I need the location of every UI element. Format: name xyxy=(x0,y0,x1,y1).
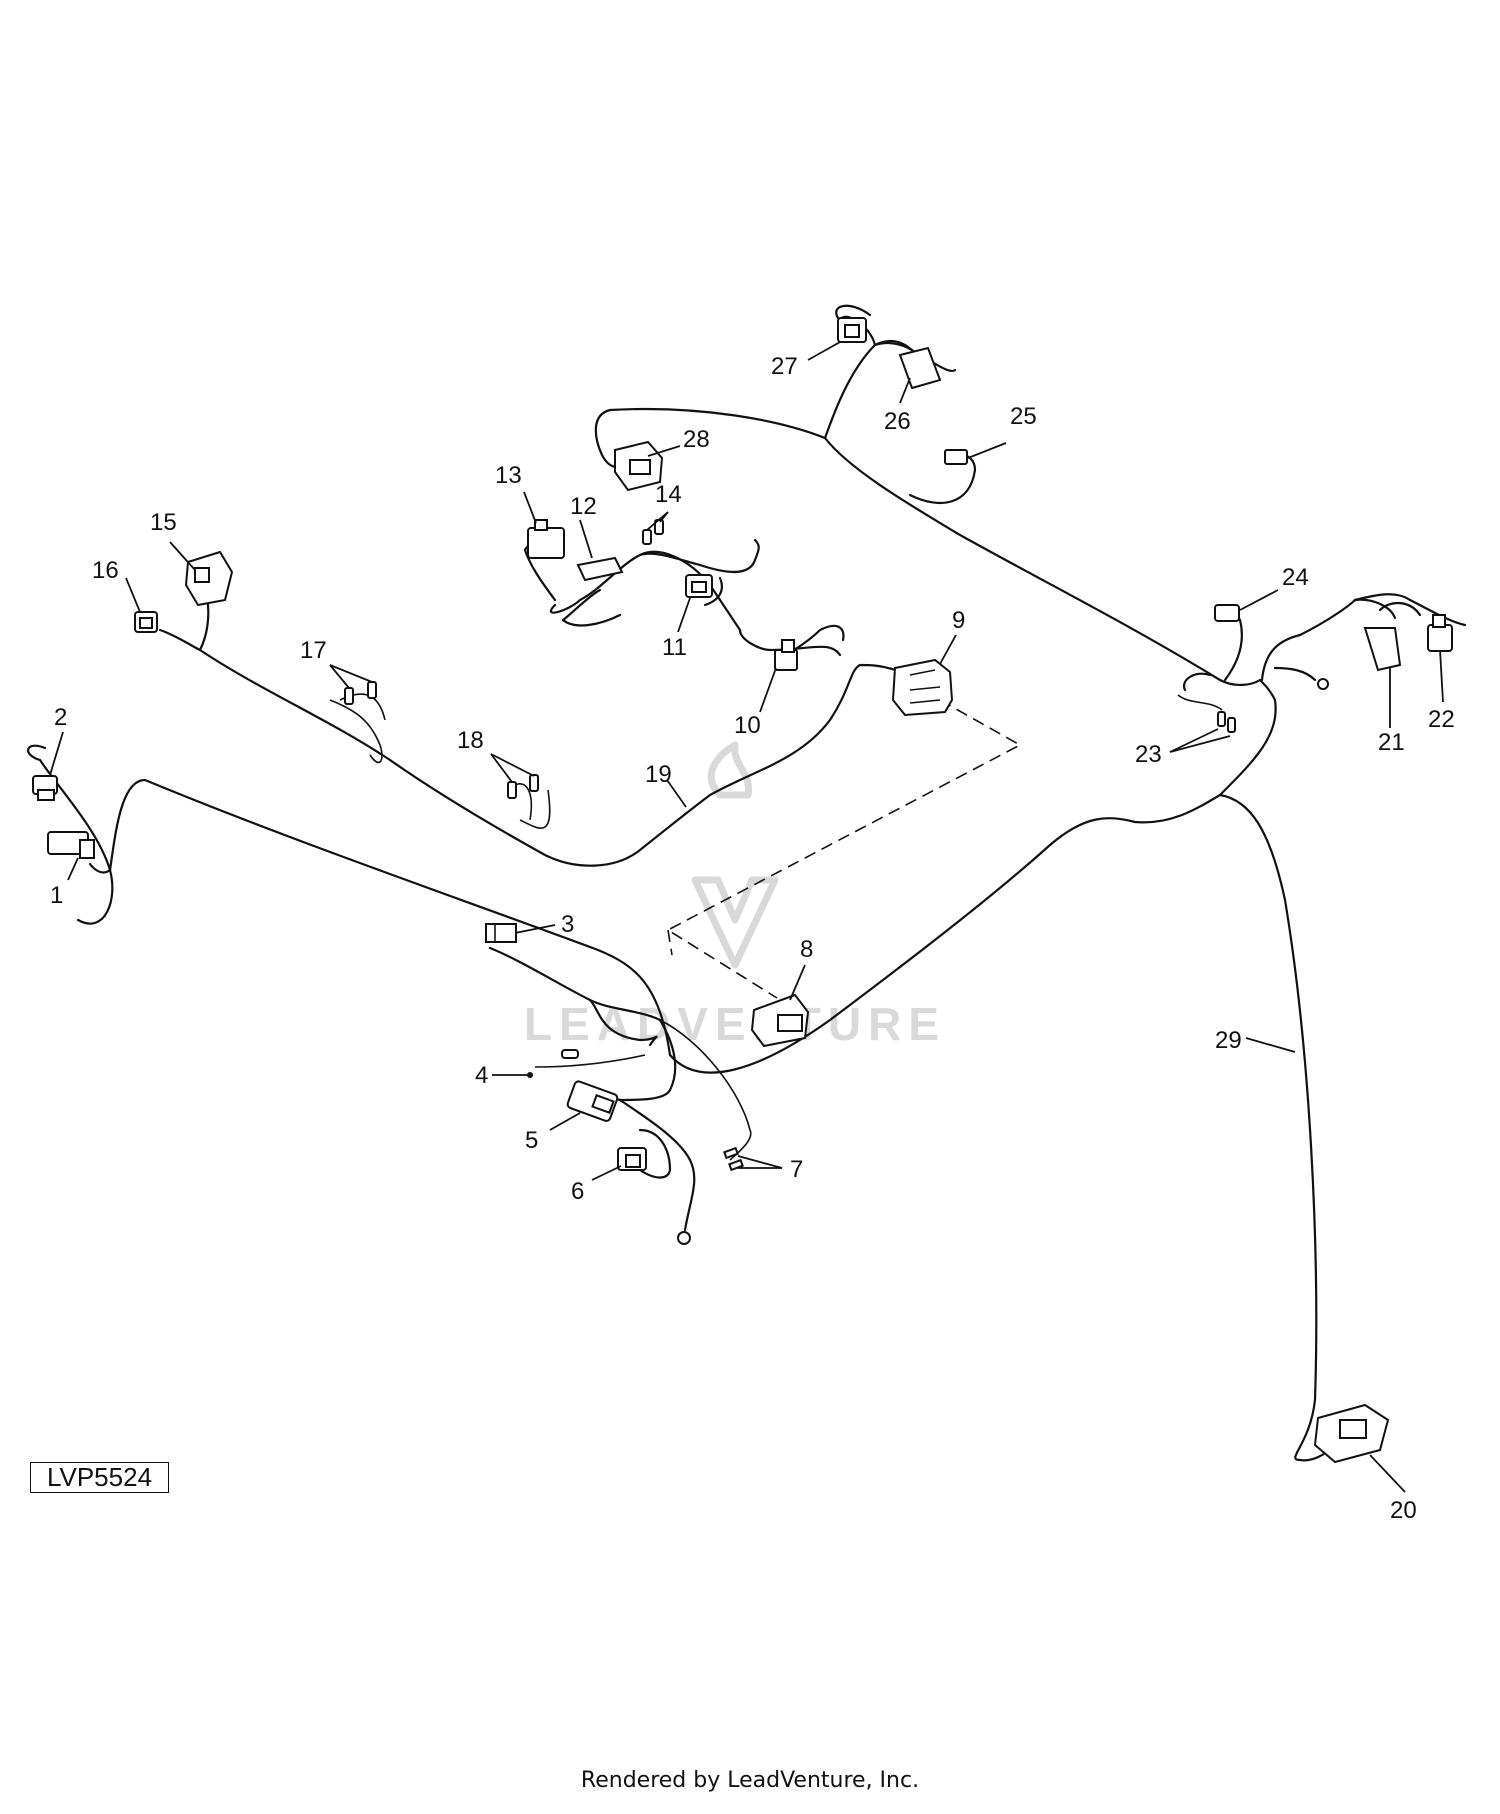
callout-13: 13 xyxy=(495,462,522,489)
connector-11 xyxy=(685,574,713,598)
callout-3: 3 xyxy=(561,911,574,938)
callout-16: 16 xyxy=(92,557,119,584)
connector-3 xyxy=(485,923,517,943)
connector-12 xyxy=(576,556,624,582)
reference-code-label: LVP5524 xyxy=(30,1462,169,1493)
connector-10 xyxy=(774,639,798,671)
leader-lines xyxy=(49,341,1444,1493)
callout-4: 4 xyxy=(475,1062,488,1089)
callout-23: 23 xyxy=(1135,741,1162,768)
connector-25 xyxy=(944,449,968,465)
ring-terminal-6 xyxy=(677,1231,691,1245)
footer-credit: Rendered by LeadVenture, Inc. xyxy=(580,1768,920,1793)
callout-22: 22 xyxy=(1428,706,1455,733)
callout-11: 11 xyxy=(662,634,687,661)
connector-2 xyxy=(32,775,58,801)
terminals-18 xyxy=(507,774,539,799)
terminals-7 xyxy=(723,1146,744,1172)
connector-21 xyxy=(1363,627,1402,672)
connector-1 xyxy=(47,831,95,859)
callout-5: 5 xyxy=(525,1127,538,1154)
connector-15 xyxy=(184,550,234,607)
connector-26 xyxy=(898,346,942,390)
callout-25: 25 xyxy=(1010,403,1037,430)
callout-labels: 1 2 3 4 5 6 7 8 9 10 11 12 13 14 15 16 1… xyxy=(50,353,1455,1524)
terminals-17 xyxy=(344,681,377,705)
terminal-4 xyxy=(527,1049,579,1078)
callout-12: 12 xyxy=(570,493,597,520)
connector-20 xyxy=(1313,1403,1390,1464)
callout-17: 17 xyxy=(300,637,327,664)
callout-21: 21 xyxy=(1378,729,1405,756)
callout-14: 14 xyxy=(655,481,682,508)
connector-9 xyxy=(891,658,954,717)
ring-terminal-21 xyxy=(1317,678,1329,690)
callout-2: 2 xyxy=(54,704,67,731)
terminals-23 xyxy=(1177,694,1236,733)
callout-26: 26 xyxy=(884,408,911,435)
callout-1: 1 xyxy=(50,882,63,909)
callout-20: 20 xyxy=(1390,1497,1417,1524)
callout-9: 9 xyxy=(952,607,965,634)
connector-6 xyxy=(617,1147,647,1171)
terminals-14 xyxy=(642,519,664,545)
callout-8: 8 xyxy=(800,936,813,963)
connector-8 xyxy=(750,993,810,1048)
harness-wires xyxy=(27,304,1467,1462)
callout-29: 29 xyxy=(1215,1027,1242,1054)
harness-connectors xyxy=(32,317,1453,1464)
watermark-text: LEADVENTURE xyxy=(524,998,946,1050)
callout-24: 24 xyxy=(1282,564,1309,591)
callout-10: 10 xyxy=(734,712,761,739)
callout-27: 27 xyxy=(771,353,798,380)
connector-28 xyxy=(614,440,664,492)
watermark: LEADVENTURE xyxy=(524,741,946,1050)
dashed-indicator-lines xyxy=(666,699,1022,999)
connector-27 xyxy=(837,317,867,343)
connector-13 xyxy=(527,519,565,559)
callout-28: 28 xyxy=(683,426,710,453)
callout-19: 19 xyxy=(645,761,672,788)
callout-7: 7 xyxy=(790,1156,803,1183)
callout-6: 6 xyxy=(571,1178,584,1205)
connector-22 xyxy=(1427,614,1453,652)
callout-18: 18 xyxy=(457,727,484,754)
connector-5 xyxy=(566,1080,619,1122)
connector-16 xyxy=(134,611,158,633)
callout-15: 15 xyxy=(150,509,177,536)
connector-24 xyxy=(1214,604,1240,622)
